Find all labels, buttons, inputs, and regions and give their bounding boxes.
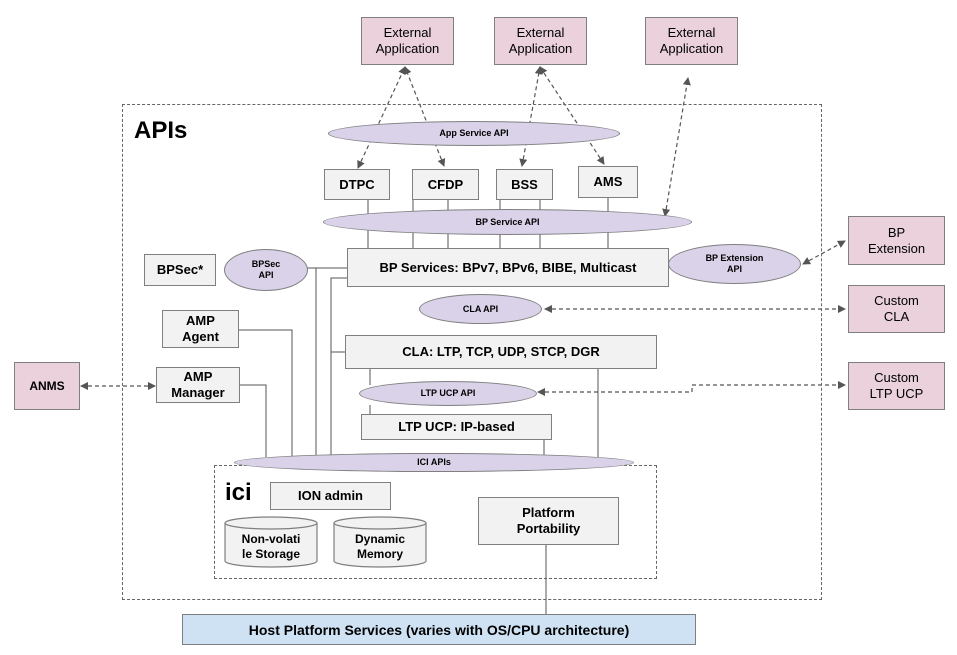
- ici-section-label: ici: [225, 479, 252, 506]
- bp-services-box: BP Services: BPv7, BPv6, BIBE, Multicast: [347, 248, 669, 287]
- ltp-ucp-api-ellipse: LTP UCP API: [359, 381, 537, 406]
- dynamic-memory-label: Dynamic Memory: [354, 532, 406, 561]
- nonvolatile-storage-label: Non-volati le Storage: [241, 532, 301, 561]
- custom-ltp-ucp-box: Custom LTP UCP: [848, 362, 945, 410]
- bp-service-api-ellipse: BP Service API: [323, 209, 692, 235]
- external-application-3: External Application: [645, 17, 738, 65]
- ici-apis-ellipse: ICI APIs: [234, 453, 634, 472]
- bp-extension-api-ellipse: BP Extension API: [668, 244, 801, 284]
- cfdp-box: CFDP: [412, 169, 479, 200]
- apis-region: [122, 104, 822, 600]
- nonvolatile-storage-cylinder: [224, 516, 318, 568]
- bpsec-api-ellipse: BPSec API: [224, 249, 308, 291]
- amp-manager-box: AMP Manager: [156, 367, 240, 403]
- ams-box: AMS: [578, 166, 638, 198]
- ion-admin-box: ION admin: [270, 482, 391, 510]
- cla-api-ellipse: CLA API: [419, 294, 542, 324]
- amp-agent-box: AMP Agent: [162, 310, 239, 348]
- dynamic-memory-cylinder: [333, 516, 427, 568]
- anms-box: ANMS: [14, 362, 80, 410]
- bss-box: BSS: [496, 169, 553, 200]
- apis-section-label: APIs: [134, 117, 188, 144]
- cla-box: CLA: LTP, TCP, UDP, STCP, DGR: [345, 335, 657, 369]
- host-platform-services-bar: Host Platform Services (varies with OS/C…: [182, 614, 696, 645]
- bp-extension-box: BP Extension: [848, 216, 945, 265]
- dtpc-box: DTPC: [324, 169, 390, 200]
- custom-cla-box: Custom CLA: [848, 285, 945, 333]
- external-application-1: External Application: [361, 17, 454, 65]
- platform-portability-box: Platform Portability: [478, 497, 619, 545]
- app-service-api-ellipse: App Service API: [328, 121, 620, 146]
- ltp-ucp-box: LTP UCP: IP-based: [361, 414, 552, 440]
- external-application-2: External Application: [494, 17, 587, 65]
- bpsec-box: BPSec*: [144, 254, 216, 286]
